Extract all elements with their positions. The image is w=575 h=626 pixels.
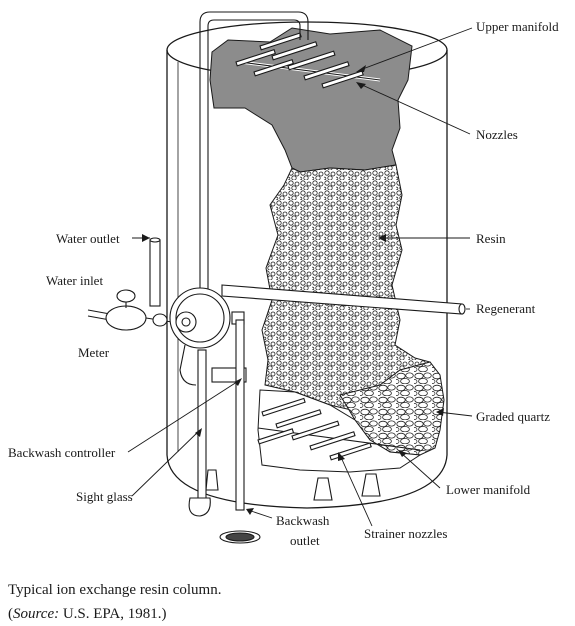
caption-source-open: ( bbox=[8, 606, 13, 622]
caption-source-text: U.S. EPA, 1981.) bbox=[59, 606, 167, 622]
caption-source: (Source: U.S. EPA, 1981.) bbox=[8, 602, 568, 626]
label-regenerant: Regenerant bbox=[476, 301, 536, 316]
label-graded-quartz: Graded quartz bbox=[476, 409, 550, 424]
label-lower-manifold: Lower manifold bbox=[446, 482, 531, 497]
regenerant-pipe bbox=[221, 284, 466, 315]
label-water-outlet: Water outlet bbox=[56, 231, 120, 246]
ion-exchange-column-diagram: Upper manifold Nozzles Resin Regenerant … bbox=[8, 11, 559, 548]
riser-pipe bbox=[199, 11, 309, 290]
label-meter: Meter bbox=[78, 345, 110, 360]
arrowheads bbox=[142, 65, 444, 515]
label-nozzles: Nozzles bbox=[476, 127, 518, 142]
upper-nozzles bbox=[235, 32, 364, 89]
water-outlet-pipe bbox=[149, 237, 161, 307]
label-resin: Resin bbox=[476, 231, 506, 246]
label-backwash-outlet-line2: outlet bbox=[290, 533, 320, 548]
label-water-inlet: Water inlet bbox=[46, 273, 103, 288]
caption-title: Typical ion exchange resin column. bbox=[8, 582, 222, 598]
upper-manifold bbox=[235, 32, 381, 89]
meter bbox=[87, 289, 173, 331]
lower-space-cutaway bbox=[257, 389, 422, 473]
tank-cutaway bbox=[209, 27, 445, 473]
label-upper-manifold: Upper manifold bbox=[476, 19, 559, 34]
label-sight-glass: Sight glass bbox=[76, 489, 133, 504]
label-strainer-nozzles: Strainer nozzles bbox=[364, 526, 447, 541]
lower-manifold bbox=[257, 397, 421, 461]
leader-lines bbox=[127, 27, 473, 527]
figure-caption: Typical ion exchange resin column. (Sour… bbox=[8, 578, 568, 626]
caption-source-label: Source: bbox=[13, 606, 60, 622]
upper-space-cutaway bbox=[209, 27, 413, 173]
label-backwash-outlet-line1: Backwash bbox=[276, 513, 330, 528]
label-backwash-controller: Backwash controller bbox=[8, 445, 116, 460]
tank-feet bbox=[205, 469, 381, 501]
sight-glass bbox=[188, 319, 261, 544]
